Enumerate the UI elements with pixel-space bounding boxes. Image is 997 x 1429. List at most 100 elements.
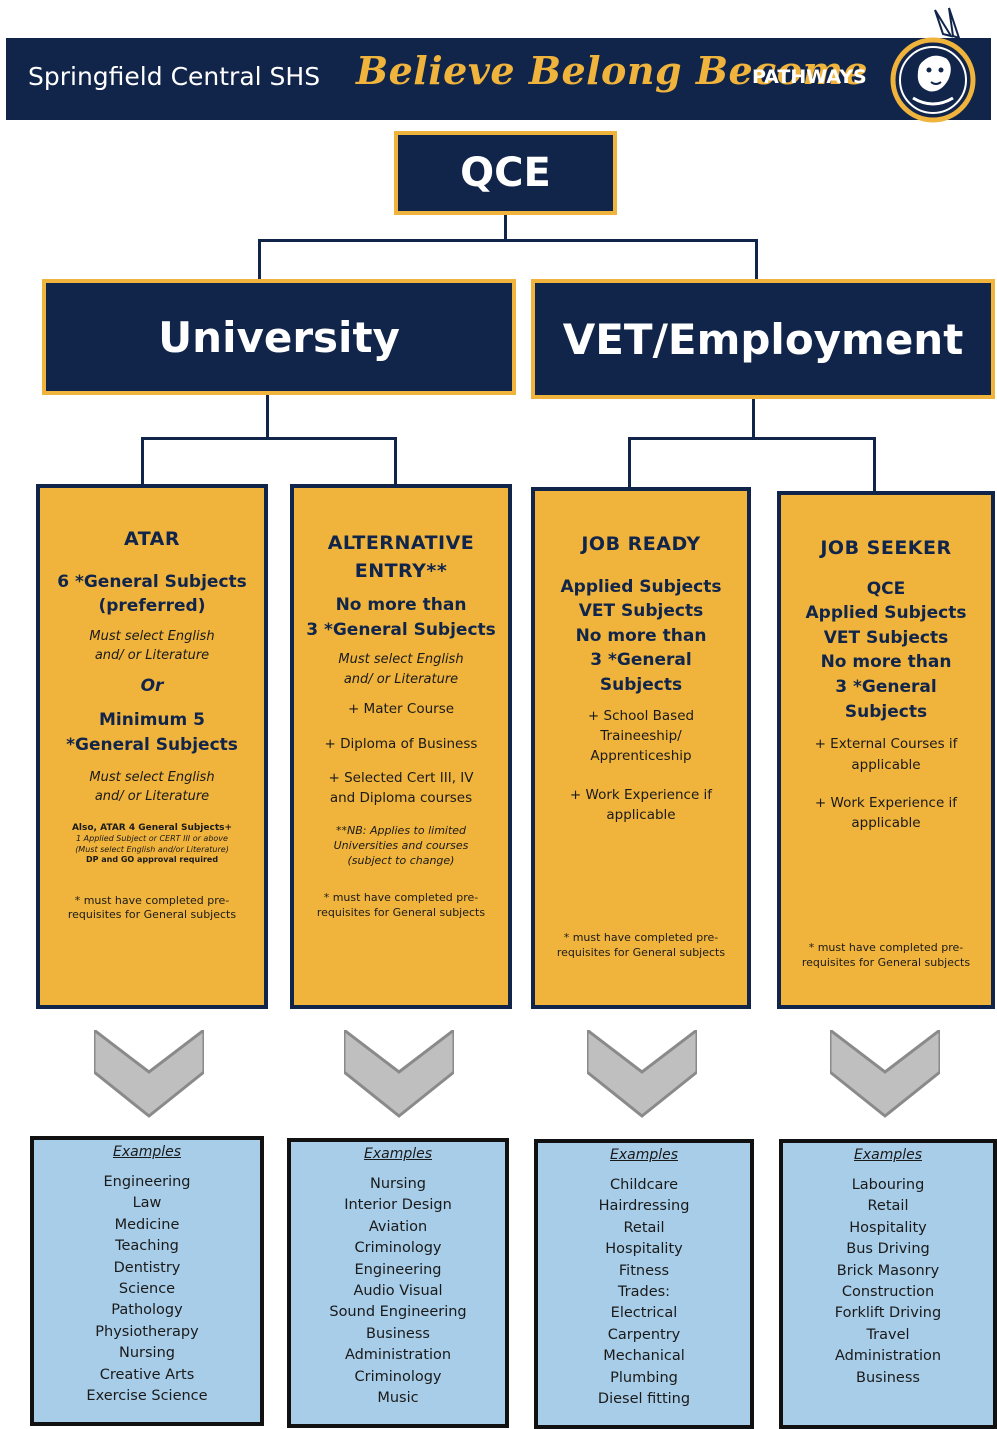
pathway-line: and/ or Literature: [94, 648, 210, 664]
example-item: Business: [366, 1325, 430, 1342]
pathway-line: + Diploma of Business: [324, 735, 478, 752]
example-item: Music: [377, 1390, 419, 1407]
example-item: Construction: [841, 1284, 935, 1301]
pathway-line: + Mater Course: [347, 701, 455, 718]
pathway-card-job-seeker: JOB SEEKER QCE Applied Subjects VET Subj…: [777, 491, 995, 1009]
pathway-line: applicable: [851, 815, 921, 832]
example-item: Business: [856, 1369, 920, 1386]
pathway-line: (subject to change): [347, 854, 455, 868]
example-item: Childcare: [610, 1177, 678, 1193]
example-item: Brick Masonry: [836, 1262, 940, 1279]
example-item: Hospitality: [605, 1241, 683, 1258]
pathway-footnote: * must have completed pre-requisites for…: [556, 931, 726, 959]
example-item: Pathology: [111, 1302, 183, 1319]
pathway-line: Minimum 5: [99, 710, 205, 731]
examples-title: Examples: [609, 1147, 679, 1163]
pathway-line: + School Based: [587, 707, 695, 724]
pathway-line: + Work Experience if: [814, 794, 958, 811]
example-item: Science: [118, 1281, 176, 1298]
examples-card-atar: Examples Engineering Law Medicine Teachi…: [30, 1136, 264, 1426]
pathway-line: Must select English: [338, 652, 464, 668]
pathway-line: 6 *General Subjects: [57, 571, 247, 592]
example-item: Diesel fitting: [597, 1391, 691, 1408]
examples-title: Examples: [112, 1144, 182, 1160]
connector-line: [504, 215, 507, 241]
example-item: Plumbing: [610, 1369, 678, 1386]
example-item: Physiotherapy: [95, 1323, 199, 1340]
example-item: Criminology: [354, 1240, 442, 1257]
example-item: Fitness: [618, 1262, 670, 1279]
pathway-line: Must select English: [89, 628, 215, 644]
kangaroo-mascot-icon: [883, 6, 983, 124]
example-item: Mechanical: [603, 1348, 685, 1365]
example-item: Retail: [867, 1198, 909, 1215]
example-item: Audio Visual: [353, 1283, 443, 1300]
example-item: Medicine: [114, 1216, 180, 1233]
school-name: Springfield Central SHS: [28, 62, 321, 91]
pathway-line: **NB: Applies to limited: [335, 824, 467, 838]
pathway-line: No more than: [820, 652, 952, 673]
pathway-line: *General Subjects: [66, 735, 238, 756]
example-item: Carpentry: [607, 1326, 681, 1343]
pathway-line: Traineeship/: [600, 728, 682, 744]
connector-line: [258, 239, 758, 242]
example-item: Administration: [344, 1347, 452, 1364]
pathway-footnote: * must have completed pre-requisites for…: [316, 890, 486, 919]
pathway-line: Subjects: [599, 675, 683, 696]
example-item: Labouring: [851, 1177, 925, 1193]
pathway-line: + External Courses if: [814, 736, 958, 753]
pathway-line: applicable: [606, 806, 676, 823]
example-item: Nursing: [370, 1176, 426, 1192]
example-item: Teaching: [115, 1238, 179, 1255]
pathway-footnote: * must have completed pre-requisites for…: [67, 893, 237, 922]
pathway-line: No more than: [335, 595, 467, 616]
examples-title: Examples: [853, 1147, 923, 1163]
pathway-title: ATAR: [123, 528, 181, 550]
connector-line: [755, 239, 758, 279]
pathway-line: DP and GO approval required: [85, 855, 219, 865]
qce-box: QCE: [394, 131, 617, 215]
pathway-line: Must select English: [89, 769, 215, 785]
pathway-line: QCE: [866, 578, 906, 599]
example-item: Hairdressing: [598, 1198, 690, 1215]
connector-line: [141, 437, 144, 485]
example-item: Forklift Driving: [834, 1305, 942, 1322]
connector-line: [628, 437, 876, 440]
example-item: Bus Driving: [846, 1241, 930, 1258]
pathway-card-alternative-entry: ALTERNATIVE ENTRY** No more than 3 *Gene…: [290, 484, 512, 1009]
pathway-line: + Work Experience if: [569, 786, 713, 803]
pathway-title: ALTERNATIVE ENTRY**: [327, 532, 475, 582]
pathway-line: No more than: [575, 625, 707, 646]
pathway-line: Applied Subjects: [560, 576, 722, 597]
pathway-card-job-ready: JOB READY Applied Subjects VET Subjects …: [531, 487, 751, 1009]
pathway-line: (preferred): [98, 596, 206, 617]
school-motto: Believe Belong Become: [356, 48, 868, 93]
connector-line: [873, 437, 876, 491]
pathway-line: VET Subjects: [578, 601, 704, 622]
pathway-title: JOB SEEKER: [820, 537, 952, 559]
pathways-title: PATHWAYS: [752, 66, 867, 88]
pathway-line: Applied Subjects: [805, 603, 967, 624]
pathway-line: 3 *General Subjects: [306, 619, 496, 640]
pathway-line: 1 Applied Subject or CERT III or above: [76, 834, 228, 844]
connector-line: [141, 437, 397, 440]
example-item: Retail: [623, 1219, 665, 1236]
example-item: Engineering: [103, 1174, 191, 1190]
example-item: Interior Design: [344, 1197, 452, 1214]
pathway-line: 3 *General: [590, 650, 692, 671]
examples-card-alternative-entry: Examples Nursing Interior Design Aviatio…: [287, 1138, 509, 1428]
pathway-line: (Must select English and/or Literature): [75, 844, 229, 854]
chevron-down-icon: [587, 1030, 697, 1118]
pathway-footnote: * must have completed pre-requisites for…: [801, 941, 971, 970]
pathway-card-atar: ATAR 6 *General Subjects (preferred) Mus…: [36, 484, 268, 1009]
example-item: Electrical: [610, 1305, 678, 1322]
pathway-line: Subjects: [844, 701, 928, 722]
connector-line: [628, 437, 631, 487]
header-banner: [6, 38, 991, 120]
example-item: Creative Arts: [99, 1366, 195, 1383]
example-item: Engineering: [354, 1261, 442, 1278]
examples-card-job-seeker: Examples Labouring Retail Hospitality Bu…: [779, 1139, 997, 1429]
example-item: Hospitality: [849, 1219, 927, 1236]
example-item: Travel: [866, 1326, 910, 1343]
connector-line: [752, 399, 755, 439]
